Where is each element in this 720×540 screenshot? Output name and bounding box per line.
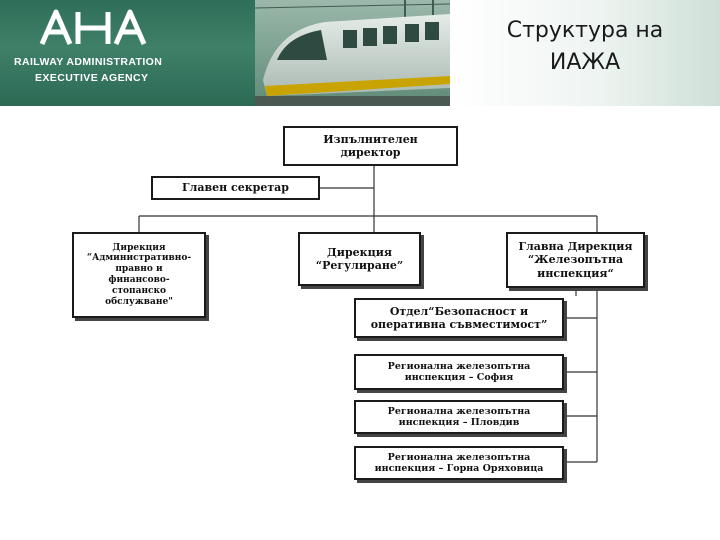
regional-plovdiv-line1: Регионална железопътна	[387, 405, 531, 417]
executive-director-box: Изпълнителен директор	[283, 126, 458, 166]
regional-sofia-line1: Регионална железопътна	[387, 360, 531, 372]
executive-director-line1: Изпълнителен	[323, 132, 418, 146]
safety-department-line1: Отдел“Безопасност и	[389, 304, 529, 318]
agency-name-line2: EXECUTIVE AGENCY	[35, 72, 149, 84]
regional-inspection-gorna-box: Регионална железопътна инспекция – Горна…	[354, 446, 564, 480]
directorate-admin-line5: стопанско	[111, 285, 167, 296]
regional-plovdiv-line2: инспекция – Пловдив	[398, 417, 520, 428]
directorate-admin-line1: Дирекция	[112, 242, 166, 253]
chief-secretary-box: Главен секретар	[151, 176, 320, 200]
directorate-regulation-box: Дирекция “Регулиране”	[298, 232, 421, 286]
directorate-regulation-line2: “Регулиране”	[315, 259, 404, 272]
header-banner: RAILWAY ADMINISTRATION EXECUTIVE AGENCY	[0, 0, 720, 106]
safety-department-box: Отдел“Безопасност и оперативна съвместим…	[354, 298, 564, 338]
regional-gorna-line1: Регионална железопътна	[387, 451, 531, 463]
main-directorate-inspection-line3: инспекция“	[537, 266, 614, 280]
directorate-admin-line2: “Административно-	[86, 253, 192, 264]
directorate-regulation-line1: Дирекция	[327, 245, 392, 259]
main-directorate-inspection-line1: Главна Дирекция	[518, 240, 633, 254]
agency-name-line1: RAILWAY ADMINISTRATION	[14, 56, 163, 68]
safety-department-line2: оперативна съвместимост”	[370, 318, 548, 331]
main-directorate-inspection-line2: “Железопътна	[527, 253, 624, 267]
main-directorate-inspection-box: Главна Дирекция “Железопътна инспекция“	[506, 232, 645, 288]
directorate-admin-line4: финансово-	[108, 275, 170, 285]
directorate-admin-box: Дирекция “Административно- правно и фина…	[72, 232, 206, 318]
train-photo	[255, 0, 450, 106]
slide-title-line2: ИАЖА	[549, 50, 621, 75]
iaja-logo-icon	[39, 9, 147, 46]
slide-title-area: Структура на ИАЖА	[450, 0, 720, 106]
regional-gorna-line2: инспекция – Горна Оряховица	[374, 463, 544, 474]
directorate-admin-line3: правно и	[115, 264, 163, 275]
chief-secretary-label: Главен секретар	[182, 181, 289, 195]
regional-inspection-plovdiv-box: Регионална железопътна инспекция – Пловд…	[354, 400, 564, 434]
executive-director-line2: директор	[340, 146, 401, 159]
slide-title-line1: Структура на	[506, 18, 664, 43]
regional-inspection-sofia-box: Регионална железопътна инспекция – София	[354, 354, 564, 390]
directorate-admin-line6: обслужване"	[105, 296, 173, 307]
logo-area: RAILWAY ADMINISTRATION EXECUTIVE AGENCY	[0, 0, 255, 106]
regional-sofia-line2: инспекция – София	[404, 372, 514, 383]
